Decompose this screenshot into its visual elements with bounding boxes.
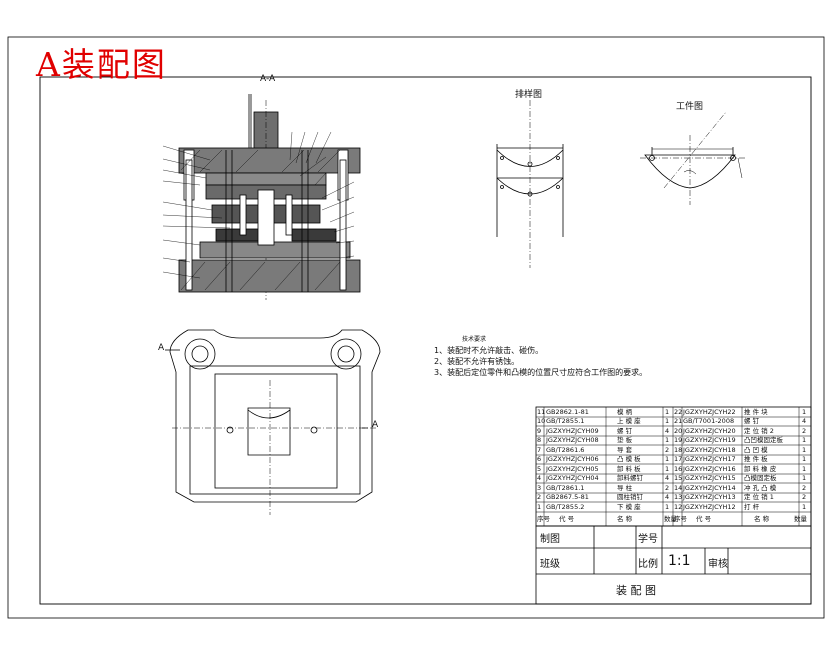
tb-scale-label: 比例 [638,559,658,570]
note-item-1: 1、装配时不允许敲击、碰伤。 [434,346,544,355]
note-item-2: 2、装配不允许有锈蚀。 [434,357,520,366]
strip-layout [496,100,564,268]
section-label: A-A [260,74,276,84]
section-view-aa [162,94,361,300]
bom-header-left: 序号代 号名 称数量 [537,515,677,523]
strip-layout-label: 排样图 [515,90,543,100]
bom-header-right: 序号代 号名 称数量 [674,515,807,523]
tb-student-no: 学号 [638,534,658,545]
part-drawing-label: 工件图 [676,102,704,112]
tb-class: 班级 [540,559,560,570]
note-item-3: 3、装配后定位零件和凸模的位置尺寸应符合工作图的要求。 [434,368,648,377]
part-drawing [640,111,745,205]
tb-scale-value: 1:1 [668,553,691,569]
title-block [535,525,812,605]
notes-heading: 技术要求 [462,336,487,343]
cut-mark-left: A [158,343,165,353]
tb-drawn-by: 制图 [540,534,560,545]
drawing-title: A装配图 [36,45,167,84]
plan-view [165,329,381,515]
cut-mark-right: A [372,420,379,430]
tb-reviewed-by: 审核 [708,559,728,570]
technical-notes: 技术要求 1、装配时不允许敲击、碰伤。 2、装配不允许有锈蚀。 3、装配后定位零… [434,334,647,378]
tb-drawing-name: 装 配 图 [616,584,656,597]
